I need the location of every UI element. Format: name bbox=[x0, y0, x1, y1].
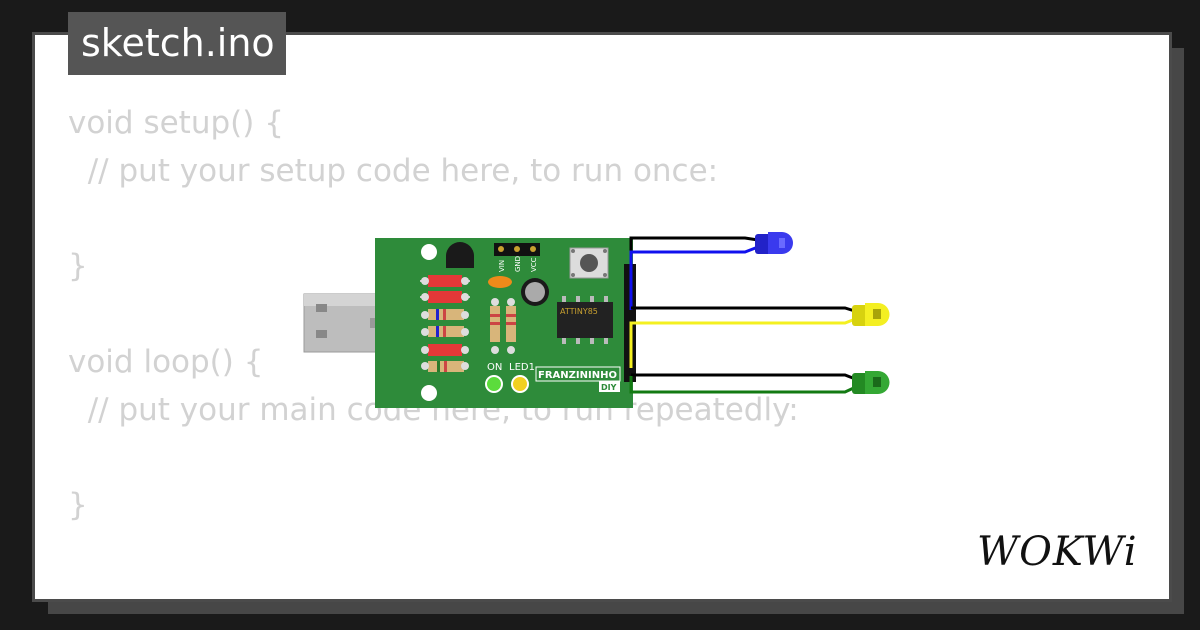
file-tab[interactable]: sketch.ino bbox=[68, 12, 286, 75]
resistor bbox=[506, 298, 516, 354]
led1 bbox=[511, 375, 529, 393]
brand-sub: DIY bbox=[601, 383, 617, 392]
brand-box bbox=[535, 366, 621, 382]
resistor bbox=[421, 361, 469, 372]
led-on-label: ON bbox=[487, 362, 502, 373]
pin-label: GND bbox=[514, 256, 522, 272]
power-led bbox=[485, 375, 503, 393]
brand-sub-box bbox=[599, 381, 620, 392]
diode bbox=[420, 275, 470, 287]
mount-hole bbox=[421, 244, 437, 260]
voltage-regulator bbox=[446, 242, 474, 268]
reset-button[interactable] bbox=[569, 247, 609, 279]
pin-label: 1 bbox=[647, 353, 653, 363]
chip-label: ATTINY85 bbox=[560, 307, 598, 316]
pin-label: 4 bbox=[647, 310, 653, 320]
led1-label: LED1 bbox=[509, 362, 535, 373]
usb-connector[interactable] bbox=[303, 292, 392, 354]
pin-label: VIN bbox=[498, 260, 506, 272]
pin-label: 5 bbox=[647, 295, 653, 305]
wire-green[interactable] bbox=[629, 376, 859, 394]
code-line: void loop() { bbox=[68, 343, 264, 380]
attiny85-chip[interactable] bbox=[557, 296, 613, 344]
led-yellow[interactable] bbox=[852, 303, 890, 326]
wokwi-logo[interactable]: WOKWi bbox=[975, 525, 1150, 575]
resistor bbox=[421, 326, 469, 337]
capacitor bbox=[488, 276, 512, 288]
pin-label: VCC bbox=[530, 257, 538, 272]
power-pin-header[interactable] bbox=[494, 243, 540, 256]
wire-blue[interactable] bbox=[629, 245, 759, 310]
code-line: // put your setup code here, to run once… bbox=[68, 152, 719, 189]
resistor bbox=[490, 298, 500, 354]
led-green[interactable] bbox=[852, 371, 890, 394]
pin-label: 3 bbox=[647, 324, 653, 334]
pin-label: 2 bbox=[647, 339, 653, 349]
code-line: } bbox=[68, 248, 88, 285]
wire-yellow[interactable] bbox=[629, 316, 859, 368]
diode bbox=[421, 344, 469, 356]
resistor bbox=[421, 309, 469, 320]
code-editor[interactable]: void setup() { // put your setup code he… bbox=[68, 100, 799, 530]
mount-hole bbox=[421, 385, 437, 401]
wire-black[interactable] bbox=[631, 306, 859, 314]
wire-black[interactable] bbox=[631, 373, 859, 382]
pin-label: VCC bbox=[641, 281, 660, 291]
wokwi-logo-text: WOKWi bbox=[977, 529, 1138, 575]
pin-label: 0 bbox=[647, 368, 653, 378]
brand-label: FRANZININHO bbox=[538, 370, 617, 381]
led-blue[interactable] bbox=[755, 232, 793, 254]
diode bbox=[420, 291, 470, 303]
code-line: } bbox=[68, 487, 88, 524]
code-line: void setup() { bbox=[68, 105, 284, 141]
electrolytic-capacitor bbox=[521, 278, 549, 306]
pin-label: GND bbox=[641, 267, 662, 277]
